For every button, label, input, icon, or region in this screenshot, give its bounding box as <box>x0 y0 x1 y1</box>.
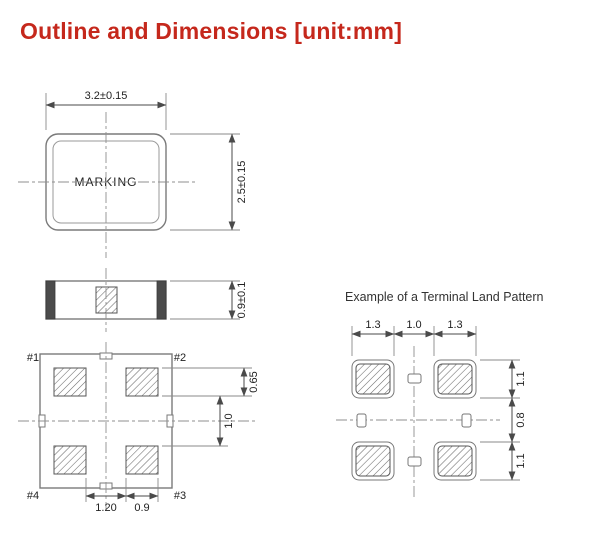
land-pattern: Example of a Terminal Land Pattern <box>336 290 544 498</box>
package-edge-mark-right <box>461 413 472 428</box>
dim-land-pad-width-left-label: 1.3 <box>365 319 380 331</box>
dim-side-thickness-label: 0.9±0.1 <box>236 282 248 319</box>
land-dims-top: 1.3 1.0 1.3 <box>351 319 477 356</box>
dim-land-pad-height-bottom-label: 1.1 <box>515 453 527 468</box>
extension-lines <box>162 367 252 397</box>
bottom-view: #1 #2 #4 #3 0.65 1.0 1.20 0.9 <box>18 342 260 514</box>
dim-row-gap: 1.0 <box>162 395 235 447</box>
dim-side-thickness: 0.9±0.1 <box>170 280 248 320</box>
extension-lines <box>170 280 240 320</box>
page-title: Outline and Dimensions [unit:mm] <box>20 18 403 44</box>
dim-pad-width-label: 0.9 <box>134 502 149 514</box>
center-pad <box>95 286 118 314</box>
pad-3 <box>125 445 159 475</box>
land-pad-1 <box>351 359 395 399</box>
package-edge-mark-left <box>356 413 367 428</box>
land-pattern-caption: Example of a Terminal Land Pattern <box>345 290 544 304</box>
dim-top-height: 2.5±0.15 <box>170 133 248 231</box>
dim-top-width: 3.2±0.15 <box>45 90 167 130</box>
dim-pad-height: 0.65 <box>162 367 260 397</box>
package-edge-mark-bottom <box>407 456 422 467</box>
land-pad-3 <box>433 441 477 481</box>
pad-1 <box>53 367 87 397</box>
pin-1-label: #1 <box>27 352 39 364</box>
package-edge-mark-top <box>407 373 422 384</box>
land-pad-2 <box>433 359 477 399</box>
dim-land-pad-width-right-label: 1.3 <box>447 319 462 331</box>
dim-pad-height-label: 0.65 <box>248 371 260 392</box>
land-dims-right: 1.1 0.8 1.1 <box>480 359 527 481</box>
dim-top-height-label: 2.5±0.15 <box>236 161 248 204</box>
pin-3-label: #3 <box>174 490 186 502</box>
extension-lines <box>45 93 167 130</box>
pin-4-label: #4 <box>27 490 39 502</box>
extension-lines <box>480 359 520 481</box>
extension-lines <box>170 133 240 231</box>
pin-2-label: #2 <box>174 352 186 364</box>
dim-row-gap-label: 1.0 <box>223 413 235 428</box>
side-view: 0.9±0.1 <box>45 268 248 332</box>
dim-land-center-gap-label: 1.0 <box>406 319 421 331</box>
right-terminal <box>156 280 167 320</box>
extension-lines <box>351 326 477 356</box>
dim-land-pad-height-top-label: 1.1 <box>515 371 527 386</box>
left-terminal <box>45 280 56 320</box>
dim-land-row-gap-label: 0.8 <box>515 412 527 427</box>
pad-2 <box>125 367 159 397</box>
dim-top-width-label: 3.2±0.15 <box>85 90 128 102</box>
pad-4 <box>53 445 87 475</box>
dim-bottom-horizontal: 1.20 0.9 <box>85 478 159 514</box>
land-pad-4 <box>351 441 395 481</box>
dim-inner-gap-label: 1.20 <box>95 502 116 514</box>
top-view: MARKING 3.2±0.15 2.5±0.15 <box>18 90 248 258</box>
